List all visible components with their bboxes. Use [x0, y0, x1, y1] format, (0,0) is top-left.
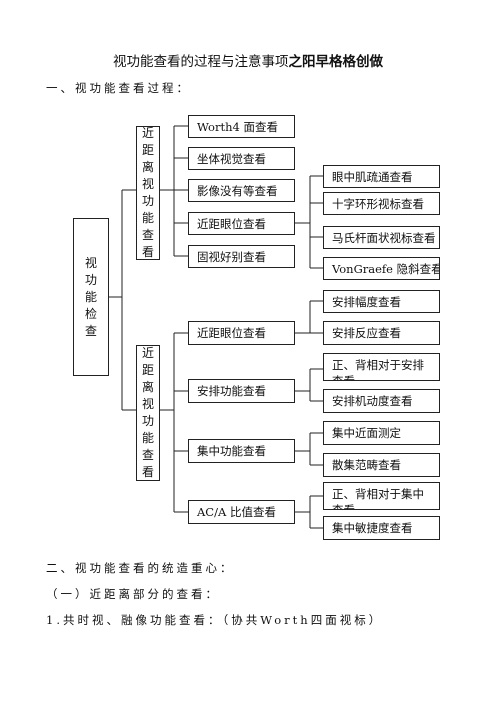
- node-accommodation-amplitude: 安排幅度查看: [323, 290, 440, 313]
- root-node-vision-function-exam: 视 功 能 检 查: [73, 218, 109, 376]
- node-von-graefe-test: VonGraefe 隐斜查看: [323, 257, 440, 280]
- root-char: 能: [84, 289, 97, 304]
- node-near-phoria-test-lower: 近距眼位查看: [188, 321, 295, 345]
- title-main: 视功能查看的过程与注意事项: [113, 54, 289, 70]
- group2-char: 看: [141, 465, 154, 479]
- node-eom-motility-test: 眼中肌疏通查看: [323, 165, 440, 188]
- node-accommodative-facility: 安排机动度查看: [323, 389, 440, 413]
- title-tail: 之阳早格格创做: [288, 54, 384, 70]
- group1-char: 查: [141, 228, 154, 242]
- node-accommodation-response: 安排反应查看: [323, 321, 440, 345]
- group2-char: 离: [141, 380, 154, 394]
- node-aca-ratio-test: AC/A 比值查看: [188, 500, 295, 524]
- root-char: 视: [84, 255, 97, 270]
- group1-char: 视: [141, 177, 154, 191]
- document-title: 视功能查看的过程与注意事项之阳早格格创做: [0, 50, 496, 70]
- section-heading-3: （一）近距离部分的查看：: [46, 587, 220, 601]
- section-heading-4: 1.共时视、融像功能查看：（协共Worth四面视标）: [46, 613, 384, 627]
- node-convergence-test: 集中功能查看: [188, 439, 295, 463]
- node-relative-accommodation: 正、背相对于安排查看: [323, 353, 440, 381]
- group2-char: 距: [141, 363, 154, 377]
- group2-char: 功: [141, 414, 154, 428]
- node-cross-ring-target-test: 十字环形视标查看: [323, 192, 440, 215]
- group1-char: 离: [141, 160, 154, 174]
- section-heading-1: 一、视功能查看过程：: [46, 81, 191, 95]
- node-vergence-range: 散集范畴查看: [323, 453, 440, 477]
- node-near-phoria-test-upper: 近距眼位查看: [188, 212, 295, 235]
- node-accommodation-test: 安排功能查看: [188, 379, 295, 403]
- group2-char: 近: [141, 346, 154, 360]
- group1-char: 能: [141, 211, 154, 225]
- group2-char: 能: [141, 431, 154, 445]
- node-vergence-facility: 集中敏捷度查看: [323, 516, 440, 540]
- node-near-point-convergence: 集中近面测定: [323, 421, 440, 445]
- group1-char: 看: [141, 245, 154, 259]
- group-node-near-vision-lower: 近 距 离 视 功 能 查 看: [136, 345, 160, 481]
- group-node-near-vision-upper: 近 距 离 视 功 能 查 看: [136, 126, 160, 260]
- node-maddox-rod-test: 马氏杆面状视标查看: [323, 226, 440, 249]
- root-char: 功: [84, 272, 97, 287]
- root-char: 查: [84, 323, 97, 338]
- group1-char: 近: [141, 126, 154, 140]
- root-char: 检: [84, 306, 97, 321]
- node-worth4-dot-test: Worth4 面查看: [188, 115, 295, 138]
- group1-char: 功: [141, 194, 154, 208]
- group2-char: 视: [141, 397, 154, 411]
- node-fixation-disparity-test: 固视好别查看: [188, 245, 295, 268]
- node-aniseikonia-test: 影像没有等查看: [188, 179, 295, 202]
- node-stereo-vision-test: 坐体视觉查看: [188, 147, 295, 170]
- group1-char: 距: [141, 143, 154, 157]
- group2-char: 查: [141, 448, 154, 462]
- section-heading-2: 二、视功能查看的统造重心：: [46, 561, 235, 575]
- node-relative-convergence: 正、背相对于集中查看: [323, 482, 440, 510]
